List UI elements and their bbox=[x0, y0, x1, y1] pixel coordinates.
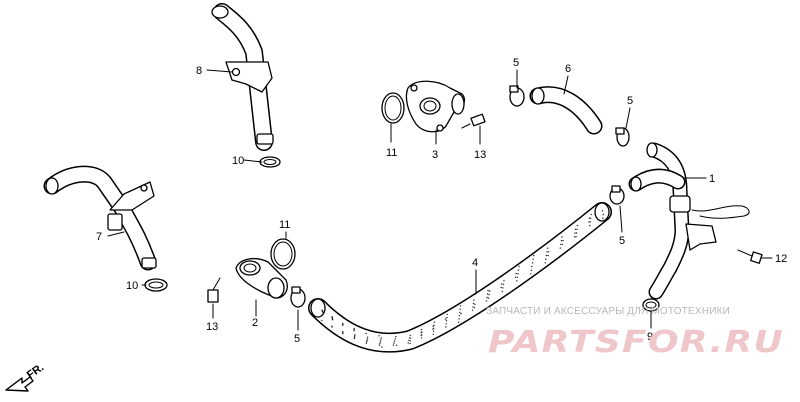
part-12-bolt bbox=[737, 249, 763, 264]
callout-9: 9 bbox=[647, 331, 653, 343]
pipe-7-end bbox=[45, 177, 59, 195]
callout-5a: 5 bbox=[513, 57, 519, 69]
callout-labels: 1 2 3 4 5 5 5 5 6 7 8 9 10 10 11 11 12 1… bbox=[96, 57, 787, 345]
watermark-tagline: ЗАПЧАСТИ И АКСЕССУАРЫ ДЛЯ МОТОТЕХНИКИ bbox=[486, 306, 730, 317]
part-13-bolt-upper bbox=[461, 113, 486, 129]
callout-3: 3 bbox=[432, 149, 438, 161]
callout-13b: 13 bbox=[206, 321, 218, 333]
part-1-pipe bbox=[628, 142, 750, 300]
callout-6: 6 bbox=[565, 63, 571, 75]
watermark: ЗАПЧАСТИ И АКСЕССУАРЫ ДЛЯ МОТОТЕХНИКИ PA… bbox=[486, 306, 784, 360]
part-5-clamp-b bbox=[615, 127, 630, 147]
part-10-ring-left bbox=[144, 278, 168, 292]
callout-5d: 5 bbox=[294, 333, 300, 345]
part-11-oring-lower bbox=[270, 238, 296, 270]
part-5-clamp-a bbox=[509, 85, 525, 107]
part-10-ring-top bbox=[259, 156, 281, 168]
part-5-clamp-d bbox=[290, 286, 306, 308]
callout-4: 4 bbox=[472, 257, 478, 269]
part-7-pipe bbox=[43, 165, 157, 271]
callout-5b: 5 bbox=[627, 95, 633, 107]
callout-8: 8 bbox=[196, 65, 202, 77]
pipe-8-end bbox=[211, 5, 229, 19]
callout-12: 12 bbox=[775, 253, 787, 265]
arrow-icon bbox=[5, 376, 34, 392]
part-11-oring-upper bbox=[381, 92, 405, 124]
callout-10a: 10 bbox=[232, 155, 244, 167]
front-direction-arrow: FR. bbox=[5, 361, 46, 392]
part-2-joint bbox=[235, 257, 288, 299]
callout-2: 2 bbox=[252, 317, 258, 329]
callout-10b: 10 bbox=[126, 280, 138, 292]
part-13-bolt-lower bbox=[207, 277, 221, 303]
callout-13a: 13 bbox=[474, 149, 486, 161]
callout-1: 1 bbox=[709, 173, 715, 185]
part-4-hose bbox=[308, 202, 612, 353]
leader-lines bbox=[107, 69, 773, 331]
part-9-oring bbox=[642, 298, 660, 312]
part-3-flange bbox=[405, 80, 466, 133]
part-8-pipe bbox=[211, 3, 274, 151]
part-5-clamp-c bbox=[609, 185, 625, 205]
callout-5c: 5 bbox=[619, 235, 625, 247]
watermark-logo: PARTSFOR.RU bbox=[488, 325, 784, 360]
callout-11b: 11 bbox=[279, 219, 290, 231]
part-6-hose bbox=[529, 86, 603, 135]
callout-7: 7 bbox=[96, 231, 102, 243]
callout-11a: 11 bbox=[386, 147, 397, 159]
